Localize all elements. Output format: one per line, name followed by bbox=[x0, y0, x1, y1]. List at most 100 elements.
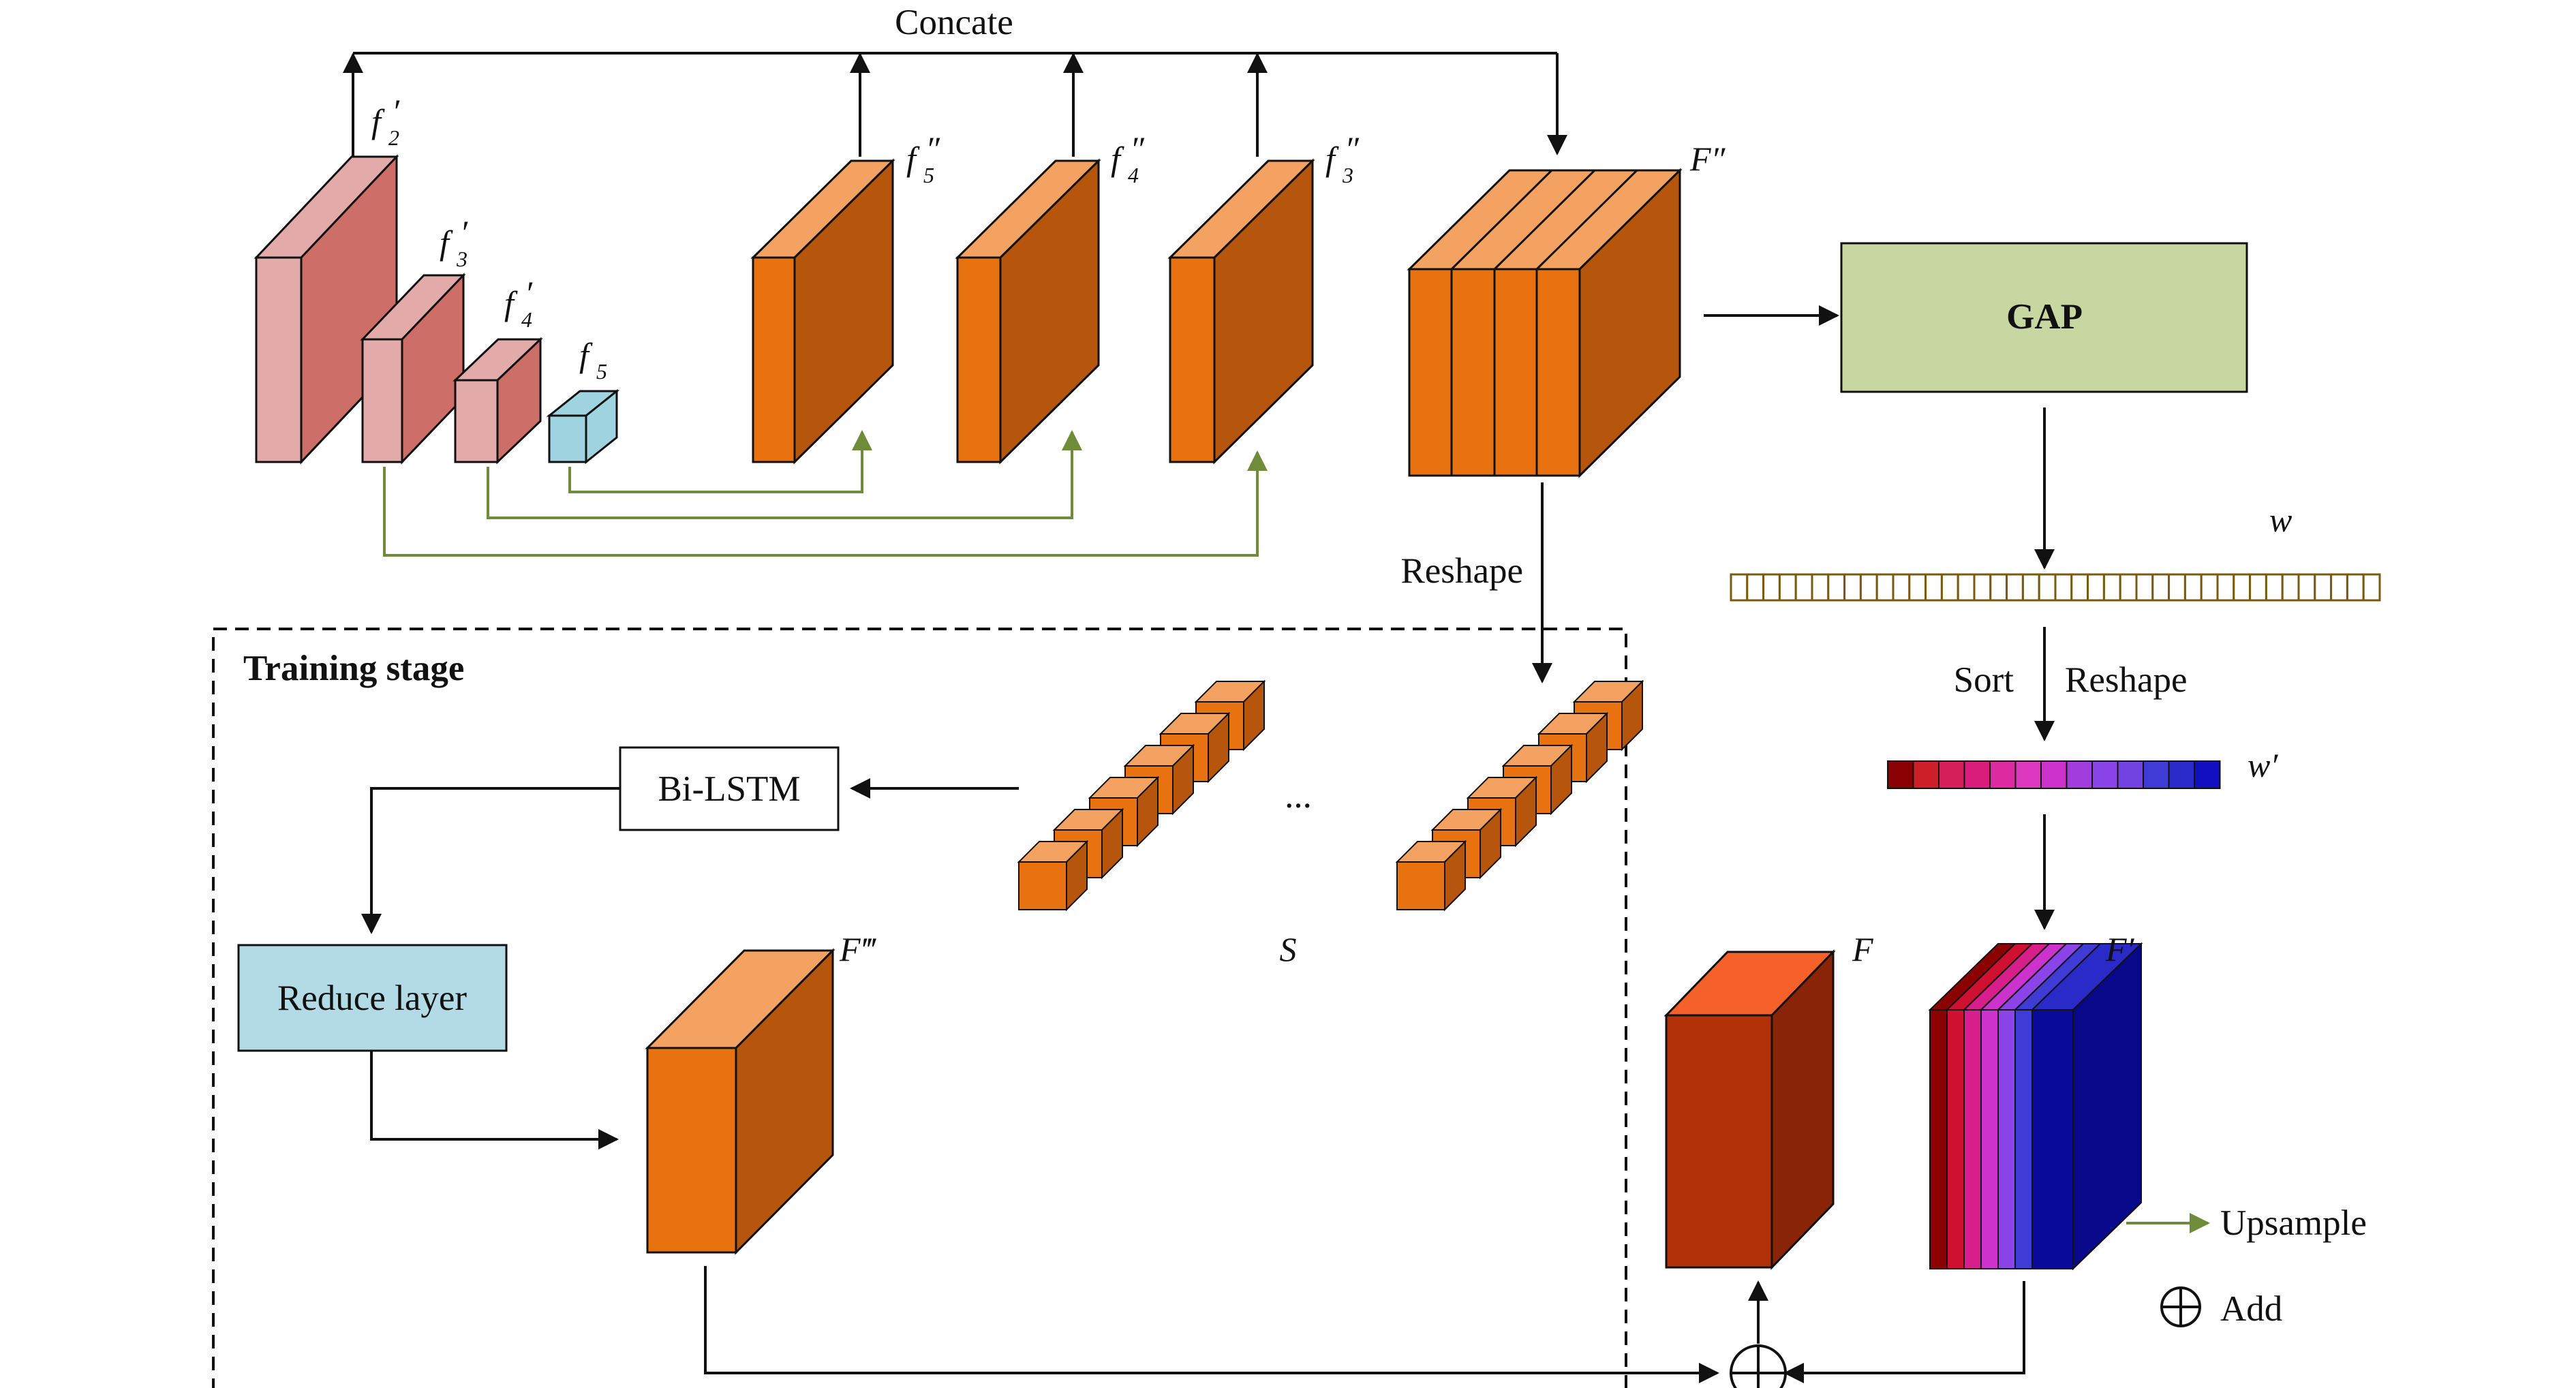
label-f5: f 5 bbox=[579, 336, 607, 384]
sequence-cube-side bbox=[1621, 679, 1643, 752]
sequence-cube-side bbox=[1550, 743, 1572, 816]
w-bar-cell bbox=[1957, 573, 1976, 602]
w-bar-cell bbox=[1925, 573, 1943, 602]
ellipsis-label: ... bbox=[1285, 776, 1312, 816]
arrow-F-prime-to-add bbox=[1783, 1281, 2025, 1383]
feature-block-f3p bbox=[360, 273, 466, 465]
svg-text:f: f bbox=[1111, 140, 1124, 178]
w-prime-bar-cell bbox=[2194, 760, 2221, 789]
sequence-cube-side bbox=[1137, 775, 1159, 848]
w-bar-cell bbox=[2087, 573, 2105, 602]
arrow-F-triple-to-add bbox=[704, 1266, 1719, 1383]
reduce-layer-block: Reduce layer bbox=[237, 944, 508, 1052]
w-bar-cell bbox=[2054, 573, 2073, 602]
svg-text:f: f bbox=[1325, 140, 1339, 178]
reshape-top-label: Reshape bbox=[1400, 551, 1523, 591]
label-F-triple-prime: F‴ bbox=[839, 930, 877, 968]
w-bar-cell bbox=[2038, 573, 2057, 602]
w-bar-cell bbox=[1875, 573, 1895, 602]
feature-block-f4pp bbox=[955, 158, 1101, 465]
svg-text:f: f bbox=[579, 336, 593, 374]
F-prime-slice bbox=[1946, 1009, 1965, 1269]
w-bar-cell bbox=[1859, 573, 1878, 602]
label-f5pp: f 5 ″ bbox=[906, 129, 940, 187]
w-prime-bar-cell bbox=[1963, 760, 1991, 789]
F-prime-slice bbox=[1929, 1009, 1948, 1269]
reduce-layer-label: Reduce layer bbox=[277, 978, 467, 1018]
svg-text:″: ″ bbox=[1130, 129, 1145, 168]
feature-block-f3pp bbox=[1167, 158, 1315, 465]
sequence-cube-side bbox=[1515, 775, 1537, 848]
w-bar-cell bbox=[2168, 573, 2186, 602]
sequence-cube-side bbox=[1586, 711, 1608, 784]
w-bar-cell bbox=[1989, 573, 2008, 602]
svg-text:5: 5 bbox=[923, 163, 934, 187]
sequence-cube-side bbox=[1444, 839, 1466, 912]
s-label: S bbox=[1280, 930, 1297, 968]
svg-text:′: ′ bbox=[392, 92, 400, 130]
w-bar-cell bbox=[2330, 573, 2348, 602]
w-bar-cell bbox=[1973, 573, 1992, 602]
w-bar-cell bbox=[2135, 573, 2154, 602]
w-bar-cell bbox=[2233, 573, 2252, 602]
label-f4p: f 4 ′ bbox=[504, 274, 533, 332]
F-prime-slice bbox=[2014, 1009, 2033, 1269]
w-bar-cell bbox=[1940, 573, 1959, 602]
sort-label: Sort bbox=[1954, 660, 2014, 700]
sequence-cube bbox=[1396, 861, 1445, 910]
w-bar-cell bbox=[2119, 573, 2138, 602]
sequence-cube-side bbox=[1172, 743, 1194, 816]
w-prime-bar-cell bbox=[2040, 760, 2068, 789]
w-bar-cell bbox=[2281, 573, 2300, 602]
F-prime-slice bbox=[1997, 1009, 2016, 1269]
w-bar-cell bbox=[1908, 573, 1927, 602]
arrow-bilstm-to-reduce bbox=[361, 787, 620, 934]
bilstm-label: Bi-LSTM bbox=[658, 769, 800, 809]
w-prime-bar-cell bbox=[2066, 760, 2093, 789]
w-bar-cell bbox=[2070, 573, 2089, 602]
arrow-reduce-to-F-triple bbox=[370, 1051, 619, 1150]
w-bar-cell bbox=[2346, 573, 2365, 602]
training-stage-box bbox=[212, 628, 1627, 1388]
w-bar-cell bbox=[2151, 573, 2171, 602]
w-bar-cell bbox=[2183, 573, 2203, 602]
w-bar-cell bbox=[2314, 573, 2333, 602]
sequence-cube bbox=[1018, 861, 1067, 910]
feature-block-F-double-prime bbox=[1407, 168, 1683, 478]
w-prime-bar-cell bbox=[2143, 760, 2170, 789]
svg-text:2: 2 bbox=[388, 125, 399, 150]
w-bar-cell bbox=[1794, 573, 1813, 602]
sequence-cube-side bbox=[1101, 807, 1123, 880]
add-operator bbox=[1730, 1344, 1787, 1388]
w-prime-bar-cell bbox=[2014, 760, 2042, 789]
w-bar-cell bbox=[2297, 573, 2316, 602]
w-vector-bar bbox=[1730, 573, 2381, 602]
legend: Upsample Add bbox=[2126, 1203, 2367, 1329]
svg-text:3: 3 bbox=[1342, 163, 1353, 187]
svg-text:4: 4 bbox=[521, 307, 532, 332]
sequence-cube-side bbox=[1479, 807, 1501, 880]
w-bar-cell bbox=[2200, 573, 2219, 602]
svg-text:f: f bbox=[504, 284, 518, 322]
label-F-double-prime: F″ bbox=[1689, 140, 1726, 178]
sequence-cube-side bbox=[1208, 711, 1229, 784]
label-F: F bbox=[1852, 930, 1873, 968]
label-f3p: f 3 ′ bbox=[440, 213, 468, 271]
label-F-prime: F′ bbox=[2105, 930, 2135, 968]
label-f2p: f 2 ′ bbox=[371, 92, 400, 150]
w-prime-bar-cell bbox=[1938, 760, 1965, 789]
concate-label: Concate bbox=[895, 3, 1013, 42]
w-bar-cell bbox=[1827, 573, 1846, 602]
svg-text:3: 3 bbox=[456, 247, 467, 271]
svg-text:4: 4 bbox=[1128, 163, 1139, 187]
svg-text:f: f bbox=[440, 223, 453, 262]
w-prime-bar-cell bbox=[1912, 760, 1939, 789]
w-bar-cell bbox=[1811, 573, 1830, 602]
w-bar-cell bbox=[1746, 573, 1765, 602]
w-prime-vector-bar bbox=[1887, 760, 2221, 789]
feature-block-F-triple-prime bbox=[645, 948, 835, 1255]
bilstm-block: Bi-LSTM bbox=[619, 746, 840, 831]
gap-block: GAP bbox=[1840, 242, 2248, 393]
F-prime-side bbox=[2072, 942, 2142, 1271]
